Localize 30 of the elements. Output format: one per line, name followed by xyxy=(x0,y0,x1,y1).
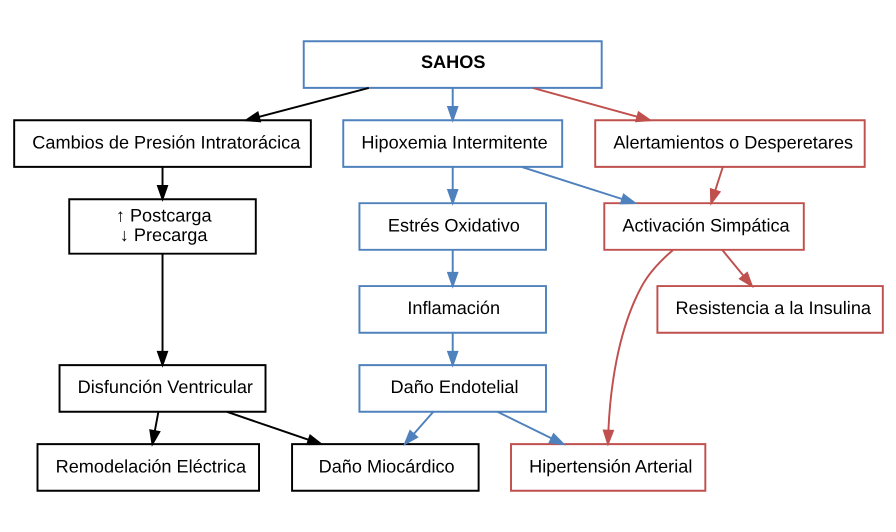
node-box: Daño Miocárdico xyxy=(290,443,480,492)
arrow xyxy=(242,87,369,122)
node-box: Cambios de Presión Intratorácica xyxy=(12,119,312,168)
node-box: Alertamientos o Desperetares xyxy=(594,119,866,168)
arrow xyxy=(496,410,566,446)
node-box: ↑ Postcarga ↓ Precarga xyxy=(68,198,256,255)
node-box: SAHOS xyxy=(302,40,602,89)
node-box: Remodelación Eléctrica xyxy=(36,443,260,492)
arrow xyxy=(156,167,168,202)
arrow xyxy=(446,250,458,289)
node-box: Hipoxemia Intermitente xyxy=(342,119,563,168)
node-box: Activación Simpática xyxy=(602,202,804,251)
node-box: Estrés Oxidativo xyxy=(358,202,546,251)
arrow xyxy=(709,166,724,206)
arrow xyxy=(721,250,754,288)
arrow xyxy=(532,87,652,122)
arrow xyxy=(156,254,168,368)
arrow xyxy=(402,411,434,446)
arrow xyxy=(226,410,324,446)
arrow xyxy=(148,412,160,447)
arrow xyxy=(446,332,458,368)
node-box: Resistencia a la Insulina xyxy=(656,285,884,334)
node-box: Disfunción Ventricular xyxy=(58,364,266,413)
arrow xyxy=(602,249,673,447)
arrow xyxy=(446,88,458,123)
node-box: Daño Endotelial xyxy=(358,364,546,413)
node-box: Inflamación xyxy=(358,285,546,334)
arrow xyxy=(446,167,458,206)
arrow xyxy=(520,166,638,204)
node-box: Hipertensión Arterial xyxy=(510,443,706,492)
